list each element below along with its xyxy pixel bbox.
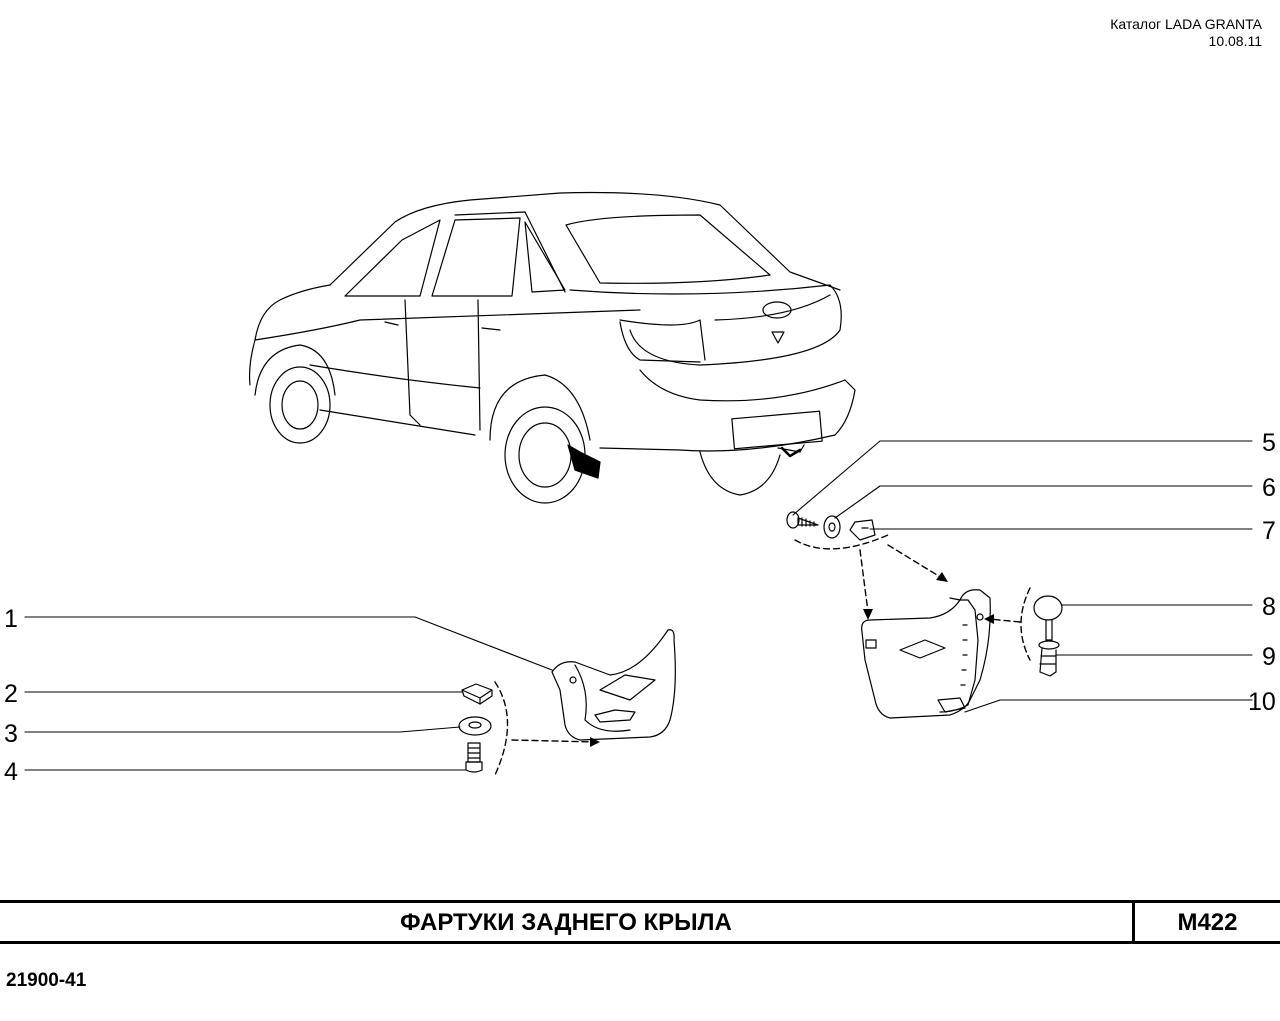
leader-lines [24, 440, 1253, 771]
screw-5 [786, 511, 819, 529]
callout-1: 1 [4, 605, 18, 633]
title-divider [1132, 903, 1135, 941]
title-bar: ФАРТУКИ ЗАДНЕГО КРЫЛА M422 [0, 900, 1280, 944]
car-illustration [248, 191, 856, 504]
callout-2: 2 [4, 680, 18, 708]
nut-2 [461, 683, 493, 705]
callout-10: 10 [1248, 688, 1276, 716]
callout-5: 5 [1262, 429, 1276, 457]
piston-clip-9 [1038, 640, 1060, 677]
catalog-name: Каталог LADA GRANTA [1110, 16, 1262, 32]
callout-3: 3 [4, 720, 18, 748]
arrow-heads [590, 572, 994, 747]
callout-8: 8 [1262, 593, 1276, 621]
catalog-header: Каталог LADA GRANTA 10.08.11 [1110, 16, 1262, 50]
washer-6 [823, 515, 841, 539]
left-mudflap [551, 629, 676, 741]
callout-numbers: 1 2 3 4 5 6 7 8 9 10 [4, 429, 1276, 786]
parts-diagram: 1 2 3 4 5 6 7 8 9 10 [4, 191, 1276, 786]
callout-7: 7 [1262, 517, 1276, 545]
callout-6: 6 [1262, 474, 1276, 502]
catalog-date: 10.08.11 [1208, 33, 1262, 49]
document-number: 21900-41 [6, 970, 87, 991]
page-title: ФАРТУКИ ЗАДНЕГО КРЫЛА [400, 909, 732, 936]
clip-7 [849, 519, 876, 541]
callout-4: 4 [4, 758, 18, 786]
page-code: M422 [1177, 909, 1238, 936]
callout-9: 9 [1262, 643, 1276, 671]
cap-8 [1033, 595, 1063, 641]
assembly-dashes [494, 534, 1031, 776]
washer-3 [458, 716, 492, 736]
bolt-4 [465, 742, 483, 773]
right-mudflap [861, 589, 991, 719]
